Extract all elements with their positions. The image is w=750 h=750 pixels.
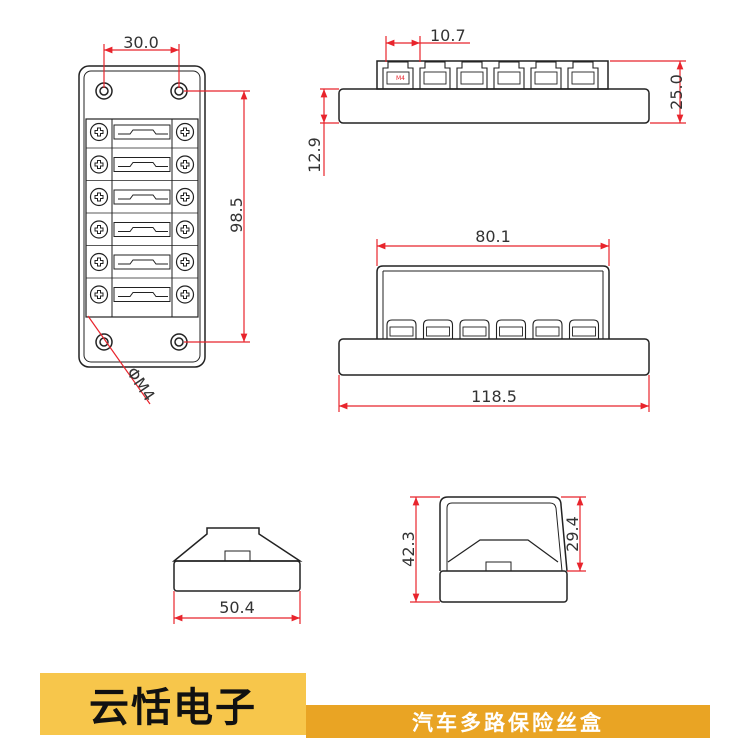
terminal [495, 319, 527, 339]
dim-total-width: 118.5 [471, 387, 517, 406]
dim-cover-height: 29.4 [563, 516, 582, 552]
dim-hole-diameter: ΦM4 [123, 364, 159, 405]
technical-drawing: 30.0 98.5 ΦM4 M4 10.7 25.0 12.9 [78, 26, 686, 624]
end-cover-dimensions [410, 496, 586, 603]
company-banner: 云恬电子 [40, 673, 306, 735]
side-dimensions [320, 36, 686, 176]
dim-top-hole-spacing: 30.0 [123, 33, 159, 52]
dim-terminal-pitch: 10.7 [430, 26, 466, 45]
terminal [493, 61, 525, 89]
elevation-dimensions [338, 239, 650, 412]
company-name: 云恬电子 [89, 685, 257, 731]
terminal [382, 61, 414, 89]
terminal [386, 319, 417, 339]
dim-cover-width: 80.1 [475, 227, 511, 246]
fuse-row [86, 122, 198, 149]
product-banner: 汽车多路保险丝盒 [306, 705, 710, 738]
elevation-terminals [386, 319, 600, 339]
fuse-row [86, 252, 198, 279]
elevation-view [338, 265, 650, 376]
dim-end-width: 50.4 [219, 598, 255, 617]
terminal [532, 319, 563, 339]
small-mark: M4 [396, 75, 405, 82]
terminal [422, 319, 454, 339]
terminal [568, 319, 600, 339]
product-name: 汽车多路保险丝盒 [412, 710, 604, 735]
fuse-row [86, 155, 198, 181]
terminal [456, 61, 488, 89]
end-view-base [171, 527, 303, 592]
fuse-row [86, 220, 198, 246]
dim-side-height: 25.0 [667, 74, 686, 110]
front-view [78, 65, 206, 368]
end-base-dimensions [173, 591, 301, 624]
terminal [419, 61, 451, 89]
dim-total-height: 98.5 [227, 197, 246, 233]
fuse-rows [86, 122, 198, 304]
terminal [459, 319, 490, 339]
end-view-cover [439, 496, 568, 603]
terminal [567, 61, 599, 89]
fuse-row [86, 187, 198, 214]
front-dimensions [87, 44, 250, 405]
terminal [530, 61, 562, 89]
dim-end-height-total: 42.3 [399, 531, 418, 567]
fuse-row [89, 285, 195, 304]
dim-base-thickness: 12.9 [305, 137, 324, 173]
side-terminals [382, 61, 599, 89]
mount-hole [95, 333, 113, 351]
